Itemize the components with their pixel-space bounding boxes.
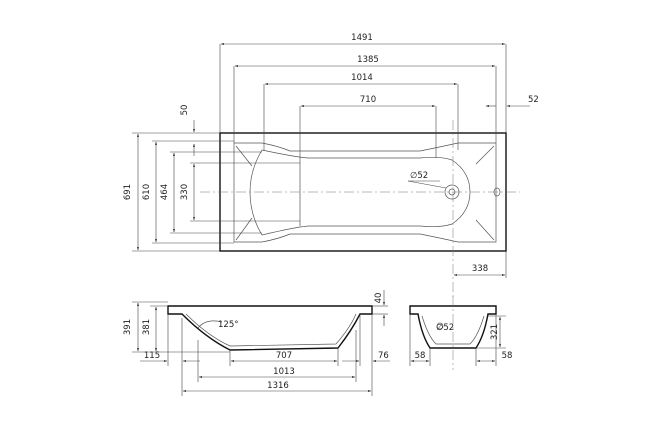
dimension-115: 115 <box>140 314 200 366</box>
end-view: ∅52 321 58 58 <box>409 296 513 370</box>
dim-label-1385: 1385 <box>357 55 379 65</box>
top-drain-label: ∅52 <box>410 171 428 181</box>
dim-label-610: 610 <box>142 184 152 200</box>
angle-125-label: 125° <box>218 320 238 330</box>
dimension-1316: 1316 <box>181 314 373 396</box>
dim-label-381: 381 <box>142 319 152 335</box>
dimension-707: 707 <box>229 348 339 366</box>
dim-label-1013: 1013 <box>273 367 295 377</box>
dimension-1385: 1385 <box>233 55 497 143</box>
dimension-52-top: 52 <box>485 95 539 108</box>
end-drain-label: ∅52 <box>436 323 454 333</box>
dim-label-50: 50 <box>180 105 190 116</box>
dimension-76: 76 <box>342 314 390 366</box>
dimension-691: 691 <box>123 132 220 252</box>
dim-label-330: 330 <box>180 184 190 200</box>
dimension-710: 710 <box>299 95 437 158</box>
dimension-1013: 1013 <box>197 330 357 382</box>
dimension-58-left: 58 <box>409 314 431 366</box>
dim-label-115: 115 <box>144 351 160 361</box>
dimension-1014: 1014 <box>263 73 459 150</box>
drain-circle <box>444 184 460 200</box>
dimension-610: 610 <box>142 140 234 244</box>
dim-label-76: 76 <box>378 351 389 361</box>
dimension-321: 321 <box>476 315 506 349</box>
side-view: 125° 391 381 40 115 <box>123 290 390 396</box>
dimension-330: 330 <box>180 162 300 222</box>
dim-label-1316: 1316 <box>267 381 289 391</box>
dimension-464: 464 <box>160 151 262 234</box>
dimension-391: 391 <box>123 301 230 353</box>
dim-label-40: 40 <box>374 293 384 304</box>
side-profile <box>167 305 373 351</box>
tub-basin-inner <box>249 149 471 236</box>
dim-label-710: 710 <box>360 95 376 105</box>
dimension-50: 50 <box>180 105 196 156</box>
dimension-58-right: 58 <box>475 314 513 366</box>
dim-label-321: 321 <box>490 324 500 340</box>
dimension-381: 381 <box>142 305 168 352</box>
dim-label-391: 391 <box>123 319 133 335</box>
dim-label-707: 707 <box>276 351 292 361</box>
dim-label-58-right: 58 <box>502 351 513 361</box>
dim-label-58-left: 58 <box>415 351 426 361</box>
dim-label-691: 691 <box>123 184 133 200</box>
dimension-1491: 1491 <box>219 33 507 133</box>
dim-label-338: 338 <box>472 264 488 274</box>
dim-label-52-top: 52 <box>528 95 539 105</box>
top-view: 1491 1385 1014 710 52 <box>123 33 539 300</box>
dimension-338: 338 <box>453 251 507 278</box>
overflow-hole <box>493 187 501 197</box>
dim-label-1014: 1014 <box>351 73 373 83</box>
tub-basin-outline <box>233 142 497 243</box>
dimension-40: 40 <box>372 290 388 326</box>
dim-label-464: 464 <box>160 184 170 200</box>
dim-label-1491: 1491 <box>351 33 373 43</box>
